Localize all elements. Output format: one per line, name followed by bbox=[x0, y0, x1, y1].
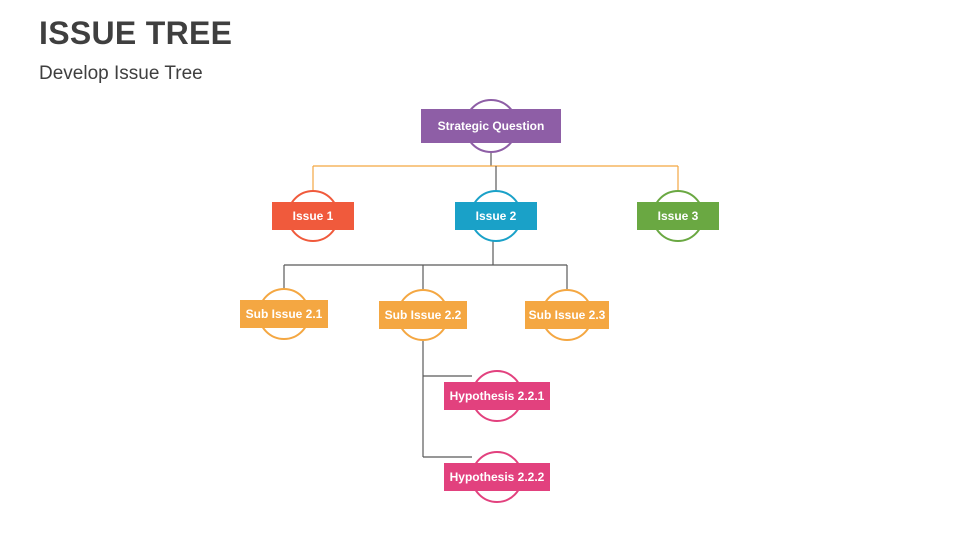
hypothesis-2-2-1-box: Hypothesis 2.2.1 bbox=[444, 382, 550, 410]
page-title: ISSUE TREE bbox=[39, 15, 233, 51]
sub-issue-2-3-box: Sub Issue 2.3 bbox=[525, 301, 609, 329]
issue-1-box: Issue 1 bbox=[272, 202, 354, 230]
page-subtitle: Develop Issue Tree bbox=[39, 63, 203, 84]
strategic-question-box: Strategic Question bbox=[421, 109, 561, 143]
issue-2-box: Issue 2 bbox=[455, 202, 537, 230]
issue-3-box: Issue 3 bbox=[637, 202, 719, 230]
sub-issue-2-2-box: Sub Issue 2.2 bbox=[379, 301, 467, 329]
sub-issue-2-1-box: Sub Issue 2.1 bbox=[240, 300, 328, 328]
hypothesis-2-2-2-box: Hypothesis 2.2.2 bbox=[444, 463, 550, 491]
